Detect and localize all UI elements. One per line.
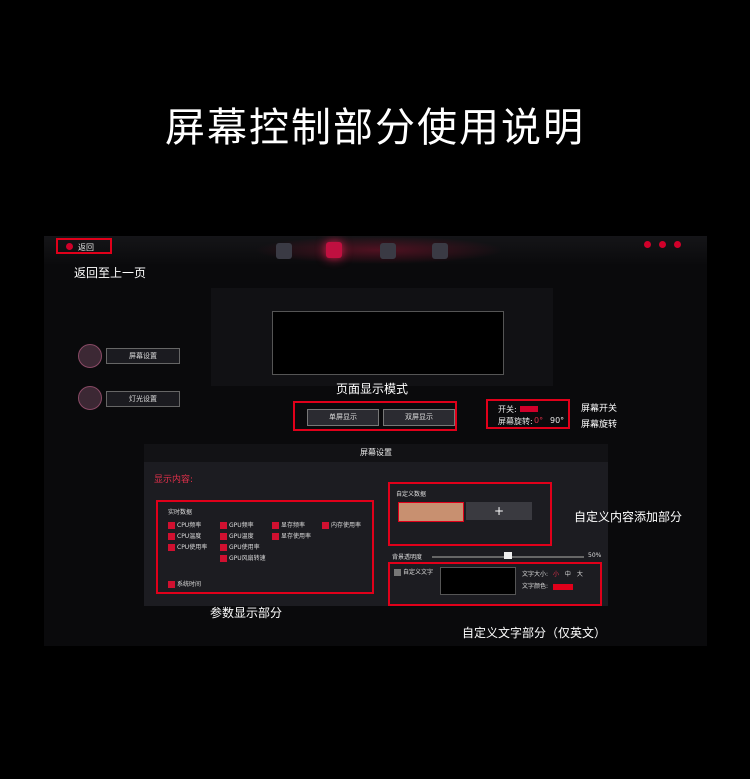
checkbox-label: GPU使用率 — [229, 544, 260, 551]
checkbox-icon — [168, 581, 175, 588]
checkbox-icon — [220, 533, 227, 540]
sidebar-item-light[interactable]: 灯光设置 — [106, 391, 180, 407]
checkbox-label: 内存使用率 — [331, 522, 362, 529]
app-window: 返回 返回至上一页 屏幕设置 灯光设置 页面显示模式 单屏显示 双屏显示 开关:… — [44, 236, 707, 646]
data-checkbox[interactable]: CPU频率 — [168, 520, 201, 529]
realtime-title: 实时数据 — [168, 509, 193, 516]
system-time-label: 系统时间 — [177, 581, 202, 588]
display-content-title: 显示内容: — [154, 475, 194, 485]
data-checkbox[interactable]: 显存使用率 — [272, 531, 311, 540]
custom-data-title: 自定义数据 — [396, 491, 427, 498]
annotation-custom-content: 自定义内容添加部分 — [574, 510, 683, 524]
back-button[interactable]: 返回 — [56, 238, 112, 254]
light-settings-icon — [78, 386, 102, 410]
checkbox-label: CPU使用率 — [177, 544, 208, 551]
annotation-back: 返回至上一页 — [74, 266, 147, 280]
rotate-0-option[interactable]: 0° — [534, 416, 544, 425]
font-size-row: 文字大小: 小 中 大 — [522, 569, 583, 578]
checkbox-icon — [394, 569, 401, 576]
font-color-label: 文字颜色: — [522, 583, 549, 590]
checkbox-label: GPU温度 — [229, 533, 254, 540]
checkbox-label: 显存使用率 — [281, 533, 312, 540]
dual-screen-button[interactable]: 双屏显示 — [383, 409, 455, 426]
checkbox-label: GPU频率 — [229, 522, 254, 529]
font-color-swatch[interactable] — [552, 583, 573, 590]
panel-title: 屏幕设置 — [144, 444, 608, 462]
annotation-custom-text: 自定义文字部分（仅英文） — [462, 626, 607, 640]
data-checkbox[interactable]: CPU温度 — [168, 531, 201, 540]
checkbox-icon — [168, 522, 175, 529]
checkbox-label: GPU风扇转速 — [229, 555, 266, 562]
checkbox-icon — [168, 544, 175, 551]
size-large-option[interactable]: 大 — [576, 571, 583, 578]
annotation-mode: 页面显示模式 — [336, 382, 409, 396]
checkbox-icon — [168, 533, 175, 540]
custom-text-input[interactable] — [440, 567, 516, 595]
rotate-90-option[interactable]: 90° — [550, 416, 565, 425]
checkbox-icon — [220, 522, 227, 529]
switch-label: 开关: — [498, 405, 517, 414]
data-checkbox[interactable]: 显存频率 — [272, 520, 305, 529]
checkbox-icon — [322, 522, 329, 529]
custom-text-checkbox[interactable]: 自定义文字 — [394, 567, 433, 576]
checkbox-label: CPU温度 — [177, 533, 202, 540]
rotate-label: 屏幕旋转: — [498, 417, 533, 426]
bg-opacity-handle[interactable] — [504, 552, 512, 559]
checkbox-label: CPU频率 — [177, 522, 202, 529]
gear-icon[interactable] — [644, 241, 651, 248]
data-checkbox[interactable]: GPU频率 — [220, 520, 254, 529]
screen-settings-icon — [78, 344, 102, 368]
top-glow — [254, 236, 504, 264]
tab-monitor-icon[interactable] — [276, 243, 292, 259]
add-custom-button[interactable]: + — [466, 502, 532, 520]
annotation-params: 参数显示部分 — [210, 606, 283, 620]
screen-settings-panel: 屏幕设置 显示内容: 实时数据 CPU频率 GPU频率 显存频率 内存使用率 CPU温度… — [144, 444, 608, 606]
display-mode-group: 单屏显示 双屏显示 — [293, 401, 457, 431]
custom-text-box: 自定义文字 文字大小: 小 中 大 文字颜色: — [388, 562, 602, 606]
minimize-icon[interactable] — [659, 241, 666, 248]
back-icon — [66, 243, 73, 250]
data-checkbox[interactable]: 内存使用率 — [322, 520, 361, 529]
bg-opacity-label: 背景透明度 — [392, 554, 423, 561]
page-title: 屏幕控制部分使用说明 — [165, 105, 585, 151]
checkbox-icon — [272, 522, 279, 529]
font-size-label: 文字大小: — [522, 571, 549, 578]
close-icon[interactable] — [674, 241, 681, 248]
size-small-option[interactable]: 小 — [552, 571, 559, 578]
custom-data-box: 自定义数据 + — [388, 482, 552, 546]
top-bar — [44, 236, 707, 266]
tab-settings-icon[interactable] — [432, 243, 448, 259]
annotation-rotate: 屏幕旋转 — [581, 420, 618, 430]
font-color-row: 文字颜色: — [522, 581, 573, 590]
sidebar-item-screen[interactable]: 屏幕设置 — [106, 348, 180, 364]
size-medium-option[interactable]: 中 — [564, 571, 571, 578]
preview-screen — [272, 311, 504, 375]
custom-image-thumb[interactable] — [398, 502, 464, 522]
data-checkbox[interactable]: CPU使用率 — [168, 542, 207, 551]
back-label: 返回 — [78, 243, 94, 252]
data-checkbox[interactable]: GPU温度 — [220, 531, 254, 540]
checkbox-icon — [220, 544, 227, 551]
switch-rotate-group: 开关: 屏幕旋转: 0° 90° — [486, 399, 570, 429]
bg-opacity-value: 50% — [588, 552, 602, 559]
custom-text-label: 自定义文字 — [403, 569, 434, 576]
realtime-data-box: 实时数据 CPU频率 GPU频率 显存频率 内存使用率 CPU温度 GPU温度 显存使用率 C… — [156, 500, 374, 594]
tab-light-icon[interactable] — [380, 243, 396, 259]
system-time-checkbox[interactable]: 系统时间 — [168, 579, 201, 588]
data-checkbox[interactable]: GPU风扇转速 — [220, 553, 266, 562]
checkbox-label: 显存频率 — [281, 522, 306, 529]
data-checkbox[interactable]: GPU使用率 — [220, 542, 260, 551]
single-screen-button[interactable]: 单屏显示 — [307, 409, 379, 426]
checkbox-icon — [220, 555, 227, 562]
annotation-switch: 屏幕开关 — [581, 404, 618, 414]
screen-switch-toggle[interactable] — [520, 406, 538, 412]
tab-screen-icon[interactable] — [326, 242, 342, 258]
checkbox-icon — [272, 533, 279, 540]
